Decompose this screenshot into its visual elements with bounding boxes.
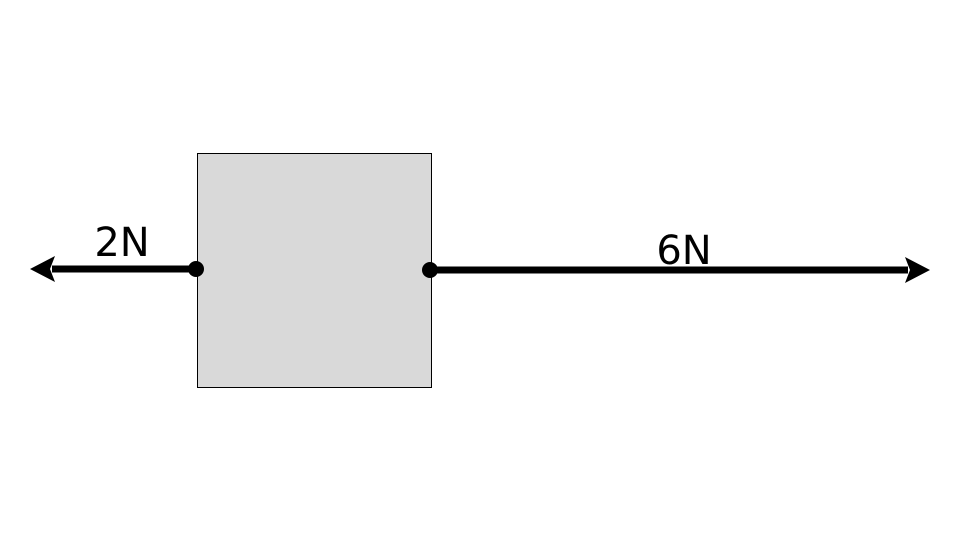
force-label-left: 2N (94, 220, 149, 266)
application-point-right (422, 262, 438, 278)
arrowhead-right-icon (905, 257, 930, 283)
force-label-right: 6N (656, 228, 711, 274)
force-arrow-left (30, 256, 204, 282)
force-arrow-right (422, 257, 930, 283)
application-point-left (188, 261, 204, 277)
block (197, 153, 432, 388)
arrowhead-left-icon (30, 256, 55, 282)
